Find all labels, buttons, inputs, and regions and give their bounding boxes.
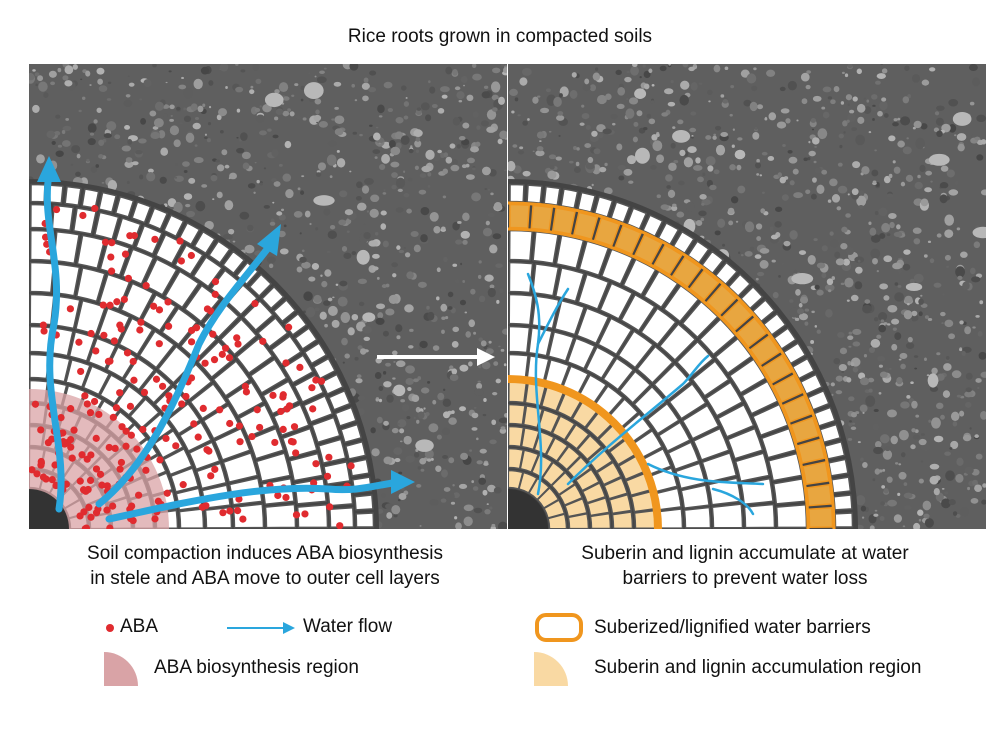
left-root-panel [29, 64, 507, 529]
legend-aba: ABA [104, 616, 158, 638]
left-caption-line1: Soil compaction induces ABA biosynthesis [87, 543, 443, 564]
legend-water-flow: Water flow [225, 616, 392, 638]
right-caption: Suberin and lignin accumulate at water b… [510, 541, 980, 591]
stele-core [29, 489, 69, 529]
legend-barriers-label: Suberized/lignified water barriers [594, 617, 871, 638]
right-caption-line1: Suberin and lignin accumulate at water [581, 543, 909, 564]
legend-water-flow-label: Water flow [303, 616, 393, 637]
accumulation-region-swatch-icon [534, 652, 568, 686]
left-caption-line2: in stele and ABA move to outer cell laye… [90, 568, 440, 589]
right-caption-line2: barriers to prevent water loss [622, 568, 868, 589]
legend-accumulation-region-label: Suberin and lignin accumulation region [594, 657, 922, 678]
legend-barriers: Suberized/lignified water barriers [534, 612, 871, 644]
figure-title: Rice roots grown in compacted soils [347, 26, 653, 47]
water-flow-arrows [43, 170, 405, 523]
legend-accumulation-region: Suberin and lignin accumulation region [534, 650, 921, 686]
legend-aba-region-label: ABA biosynthesis region [154, 657, 359, 678]
left-caption: Soil compaction induces ABA biosynthesis… [30, 541, 500, 591]
transition-arrow-icon [377, 348, 495, 366]
aba-region-swatch-icon [104, 652, 138, 686]
left-root-cross-section [29, 156, 415, 529]
water-flow-arrow-icon [227, 622, 295, 634]
water-barrier-ring [508, 201, 836, 529]
water-flow-arrows [526, 272, 765, 516]
suberin-lignin-accumulation-region [508, 375, 662, 529]
stele-core [508, 489, 548, 529]
aba-dot-icon [106, 624, 114, 632]
barrier-swatch-icon [535, 613, 583, 642]
legend-aba-label: ABA [120, 616, 159, 637]
legend-aba-region: ABA biosynthesis region [104, 650, 359, 686]
aba-dots [29, 204, 355, 529]
right-root-panel [508, 64, 986, 529]
right-root-cross-section [508, 179, 858, 529]
